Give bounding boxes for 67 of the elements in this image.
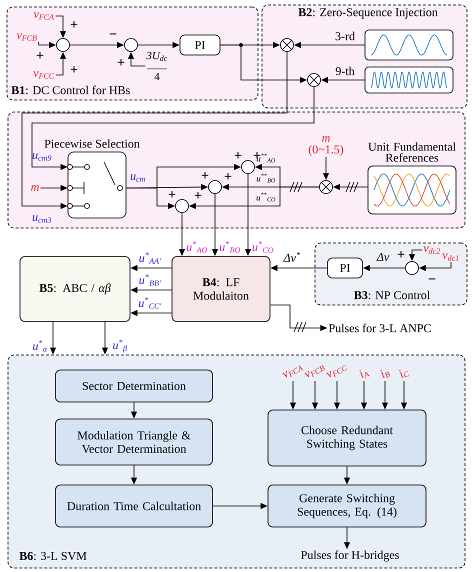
summing-junction [208, 180, 222, 194]
waveform-box [364, 66, 454, 94]
sign-label: + [398, 251, 404, 258]
multiplier [307, 73, 321, 87]
edge-label: u$_{cm9}$ [32, 153, 52, 161]
sign-label: − [428, 278, 436, 280]
signal-label: v$_{dc1}$ [442, 253, 458, 261]
node-label: Unit Fundamental References [368, 142, 456, 162]
summing-junction [175, 199, 189, 213]
process-box: Sector Determination [55, 370, 213, 402]
process-box: Modulation Triangle & Vector Determination [55, 418, 213, 466]
edge-label: u$^{*}$AA' [139, 252, 161, 264]
edge-label: u$_{cm3}$ [32, 215, 52, 223]
process-box: PI [327, 258, 363, 278]
sign-label: + [254, 152, 260, 159]
reference-waveform-box: Unit Fundamental References [368, 142, 456, 214]
signal-label: v$_{FCA}$ [34, 12, 54, 20]
sign-label: + [224, 173, 232, 180]
signal-label: v$_{FCB}$ [16, 33, 37, 41]
summing-junction [405, 261, 419, 275]
fraction-label: 3U$_{dc}$ 4 [146, 52, 168, 80]
sign-label: + [36, 52, 44, 59]
signal-label: i$_{C}$ [399, 370, 410, 378]
signal-label: v$_{FCC}$ [33, 71, 54, 79]
sign-label: + [70, 66, 78, 73]
edge-label: u$^{*}$β [113, 339, 127, 353]
sign-label: + [70, 21, 78, 28]
edge-label: u$^{*}$CC' [138, 297, 162, 309]
signal-label: Pulses for H-bridges [301, 550, 399, 562]
node-label: Piecewise Selection [44, 139, 140, 148]
edge-label: u$^{*}$α [33, 340, 48, 352]
signal-label: m (0~1.5) [308, 136, 344, 156]
sign-label: + [194, 192, 202, 199]
waveform-box [364, 30, 454, 60]
process-box: PI [180, 34, 220, 56]
edge-label: u$_{cm}$ [130, 174, 146, 182]
summing-junction [124, 38, 138, 52]
signal-label: Pulses for 3-L ANPC [328, 324, 431, 332]
signal-label: v$_{FCA}$ [282, 366, 304, 378]
summing-junction [56, 38, 70, 52]
process-box: B5: ABC / αβ [20, 256, 130, 322]
edge-label: u$^{*}$CO [252, 241, 274, 253]
signal-label: i$_{B}$ [380, 370, 390, 378]
edge-label: Δv$^{*}$ [283, 252, 300, 262]
sign-label: + [168, 191, 176, 198]
signal-label: m [31, 185, 39, 191]
sign-label: + [234, 152, 242, 159]
summing-junction [241, 160, 255, 174]
edge-label: u$^{*}$BB' [139, 274, 161, 286]
process-box: B4: LF Modulaiton [172, 256, 270, 322]
process-box: Duration Time Calcultation [55, 484, 213, 528]
process-box: Choose Redundant Switching States [268, 410, 426, 466]
sign-label: + [202, 172, 208, 179]
signal-label: v$_{FCB}$ [304, 366, 325, 378]
signal-label: v$_{FCC}$ [326, 364, 347, 378]
sign-label: + [118, 59, 124, 66]
edge-label: 3-rd [336, 32, 355, 40]
edge-label: Δv [376, 252, 390, 262]
signal-label: i$_{A}$ [360, 370, 370, 378]
edge-label: 9-th [336, 66, 354, 76]
edge-label: u$^{*}$AO [186, 241, 208, 253]
sign-label: − [110, 33, 116, 34]
multiplier [280, 38, 294, 52]
signal-label: v$_{dc2}$ [423, 246, 440, 254]
multiplier [319, 180, 333, 194]
edge-label: u$^{*}$BO [220, 241, 240, 253]
process-box: Generate Switching Sequences, Eq. (14) [268, 484, 426, 528]
